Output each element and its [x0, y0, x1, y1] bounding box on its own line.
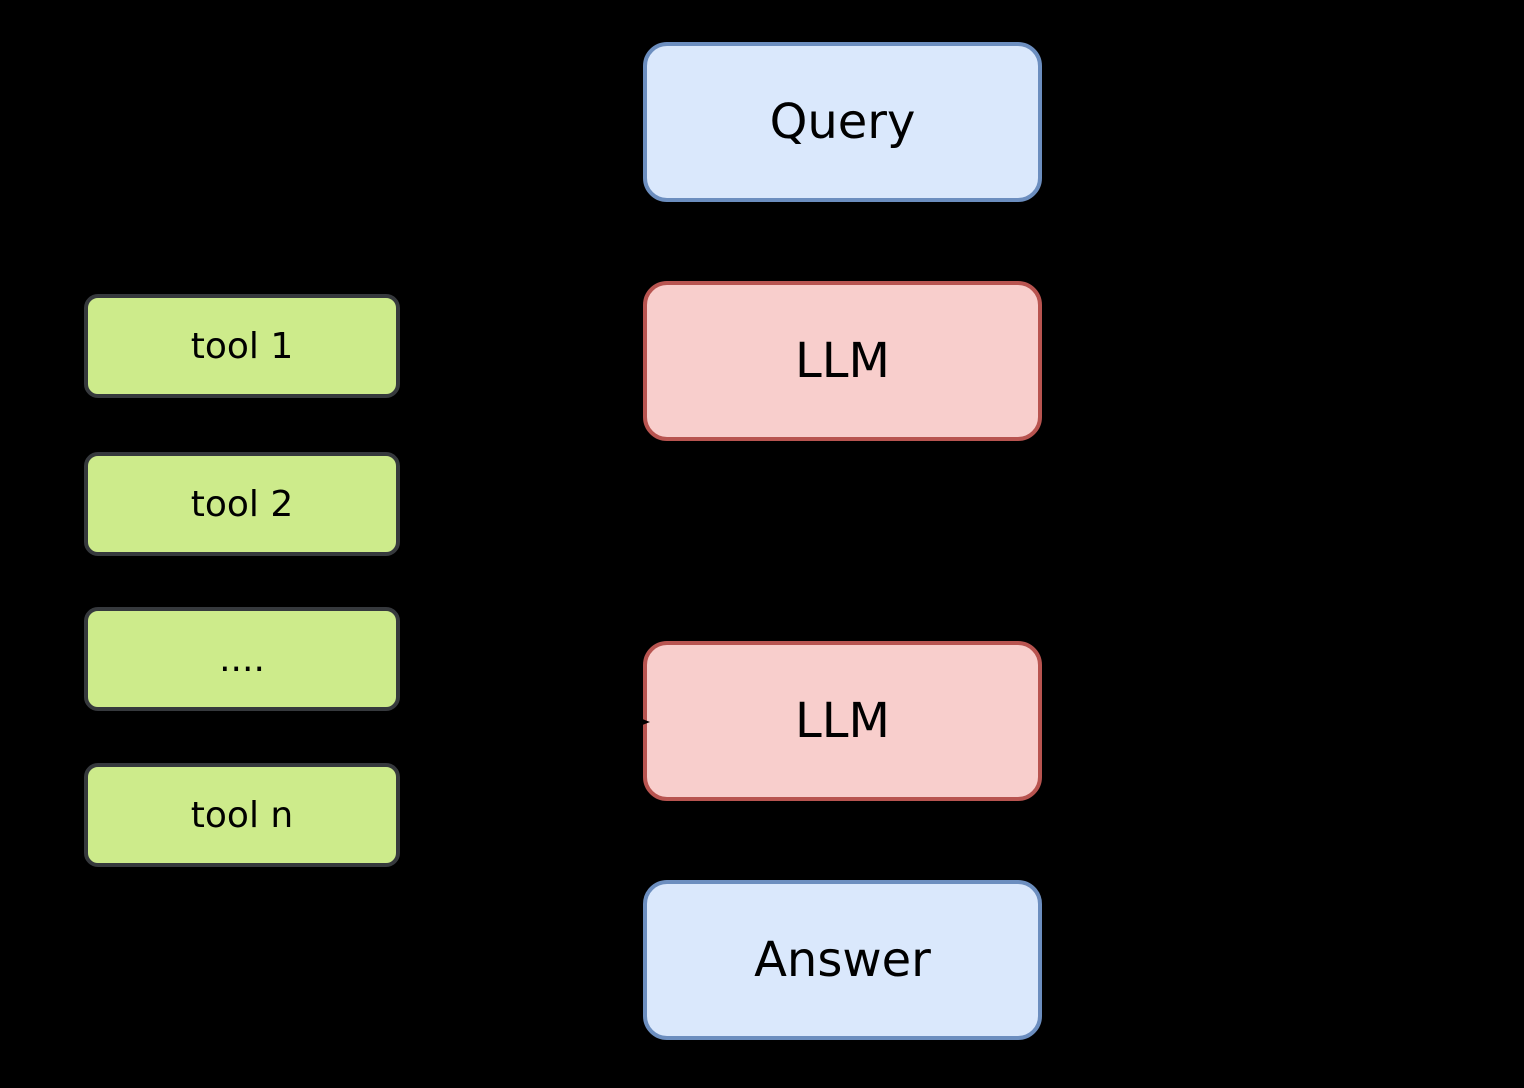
llm-1-label: LLM [795, 333, 890, 389]
tool-1-label: tool 1 [190, 325, 294, 367]
llm-node-1: LLM [643, 281, 1042, 441]
llm-node-2: LLM [643, 641, 1042, 801]
tool-1-node: tool 1 [84, 294, 400, 398]
tool-2-node: tool 2 [84, 452, 400, 556]
tool-n-label: tool n [190, 794, 294, 836]
tools-to-llm-arrowhead-icon [632, 715, 650, 729]
query-label: Query [769, 94, 916, 150]
answer-node: Answer [643, 880, 1042, 1040]
answer-label: Answer [754, 932, 931, 988]
tools-ellipsis-node: .... [84, 607, 400, 711]
tool-2-label: tool 2 [190, 483, 294, 525]
tool-n-node: tool n [84, 763, 400, 867]
query-node: Query [643, 42, 1042, 202]
tools-ellipsis-label: .... [219, 638, 265, 680]
llm-2-label: LLM [795, 693, 890, 749]
